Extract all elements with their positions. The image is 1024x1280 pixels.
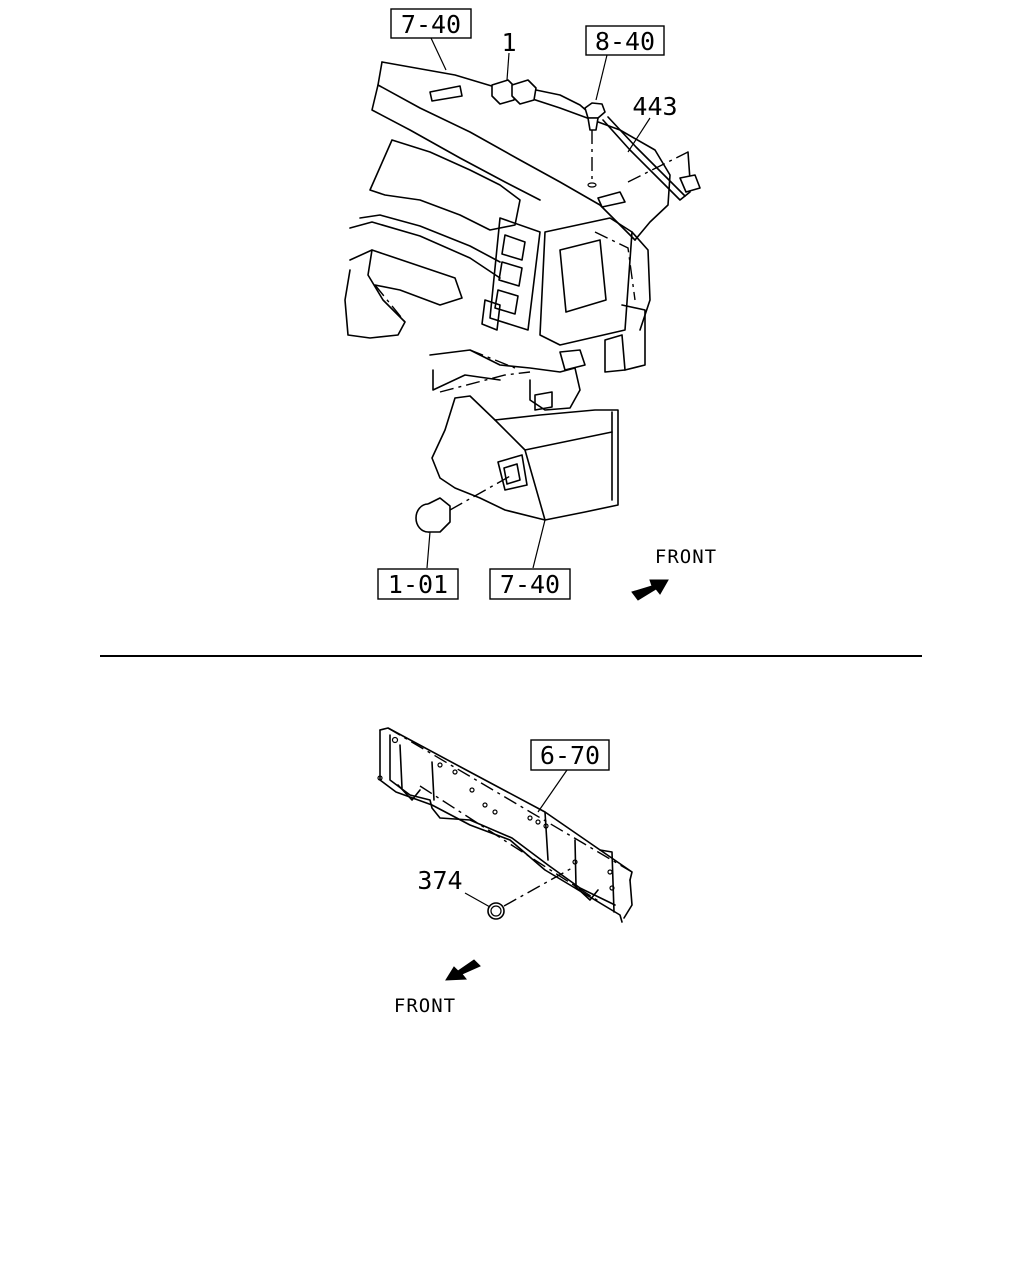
harness-443 xyxy=(602,116,701,201)
callout-ref-bottom: 7-40 xyxy=(489,568,571,600)
arrow-down-left-icon xyxy=(445,959,481,981)
lower-cover-drawing xyxy=(431,395,619,521)
callout-ref-bottom-text: 7-40 xyxy=(500,570,560,599)
front-label-upper: FRONT xyxy=(655,546,717,568)
connector-part-1 xyxy=(491,79,589,113)
callout-ref-top-text: 7-40 xyxy=(401,10,461,39)
callout-part-1: 1 xyxy=(501,28,516,57)
callout-part-374: 374 xyxy=(417,866,462,895)
clip-8-40 xyxy=(584,102,606,188)
callout-ref-top: 7-40 xyxy=(390,8,472,39)
callout-ref-1-01-text: 1-01 xyxy=(388,570,448,599)
callout-part-443: 443 xyxy=(632,92,677,121)
callout-ref-8-40-text: 8-40 xyxy=(595,27,655,56)
callout-ref-6-70-text: 6-70 xyxy=(540,741,600,770)
cross-member-drawing xyxy=(377,727,633,923)
cap-part-1-01 xyxy=(415,474,513,533)
front-label-lower: FRONT xyxy=(394,995,456,1017)
lower-leader-lines xyxy=(464,769,568,908)
callout-ref-8-40: 8-40 xyxy=(585,25,665,56)
callout-ref-6-70: 6-70 xyxy=(530,739,610,771)
lower-assembly-view: 6-70 374 FRONT xyxy=(377,727,633,1017)
callout-ref-1-01: 1-01 xyxy=(377,568,459,600)
instrument-panel-drawing xyxy=(344,61,671,411)
upper-assembly-view: 7-40 1 8-40 443 1-01 7-40 FRONT xyxy=(344,8,717,601)
upper-leader-lines xyxy=(426,37,651,569)
plug-part-374 xyxy=(487,867,573,920)
arrow-up-right-icon xyxy=(631,579,669,601)
